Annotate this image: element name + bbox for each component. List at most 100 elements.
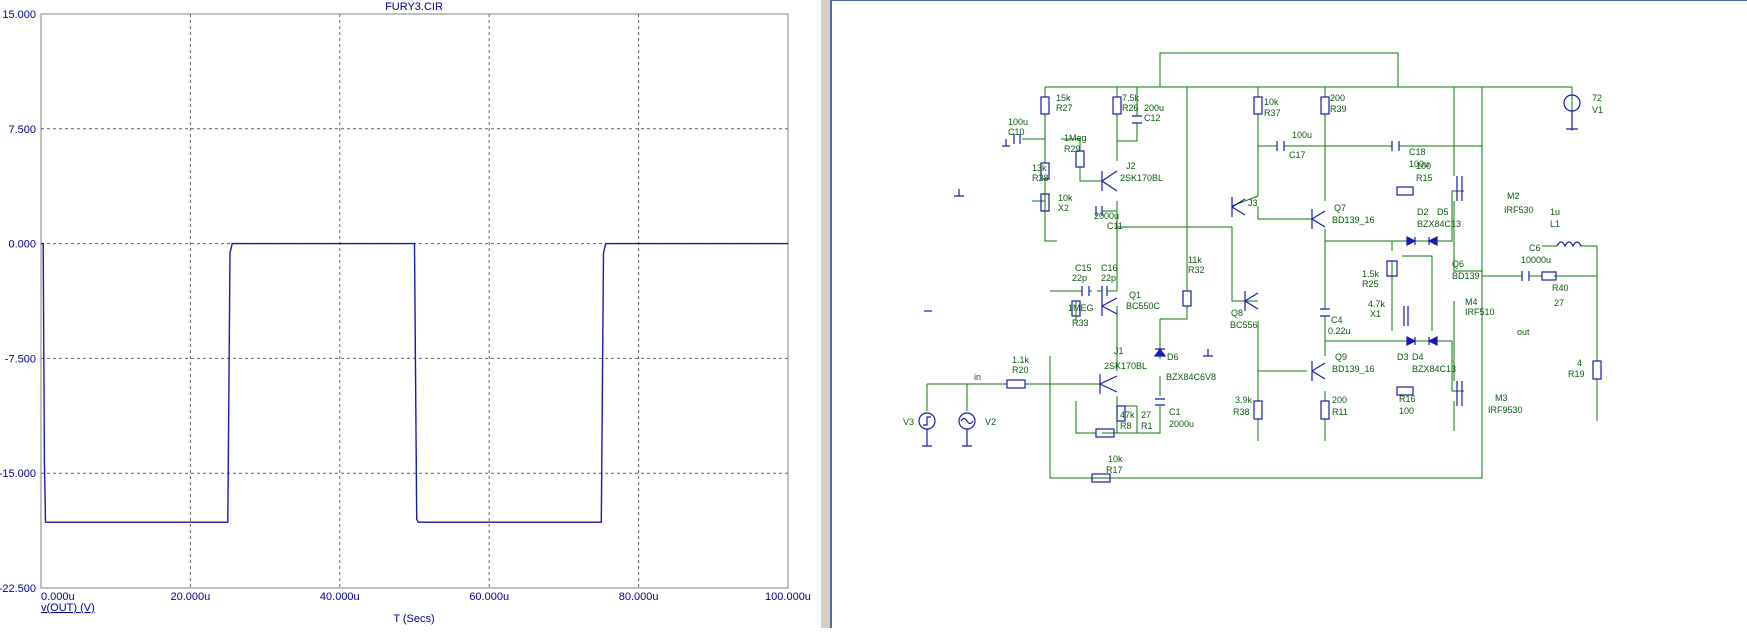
schematic-label[interactable]: BZX84C13 bbox=[1417, 219, 1461, 229]
schematic-label[interactable]: 100u bbox=[1409, 159, 1429, 169]
schematic-label[interactable]: 4.7k bbox=[1368, 299, 1386, 309]
schematic-label[interactable]: R1 bbox=[1141, 421, 1153, 431]
schematic-label[interactable]: Q1 bbox=[1129, 290, 1141, 300]
schematic-label[interactable]: 100u bbox=[1008, 117, 1028, 127]
amplifier-schematic[interactable]: 72V115kR277.5kR26200uC12100uC101MegR2913… bbox=[832, 1, 1747, 628]
schematic-label[interactable]: Q7 bbox=[1334, 203, 1346, 213]
schematic-label[interactable]: 4 bbox=[1577, 358, 1582, 368]
schematic-label[interactable]: BD139 bbox=[1452, 271, 1480, 281]
schematic-label[interactable]: 72 bbox=[1592, 93, 1602, 103]
schematic-label[interactable]: V2 bbox=[985, 417, 996, 427]
schematic-label[interactable]: 0.22u bbox=[1328, 326, 1351, 336]
schematic-label[interactable]: 47k bbox=[1120, 410, 1135, 420]
schematic-label[interactable]: C16 bbox=[1101, 263, 1118, 273]
waveform-plot[interactable]: 15.0007.5000.000-7.500-15.000-22.5000.00… bbox=[0, 0, 820, 628]
schematic-label[interactable]: C18 bbox=[1409, 147, 1426, 157]
pane-splitter[interactable] bbox=[820, 0, 832, 628]
schematic-label[interactable]: D6 bbox=[1167, 352, 1179, 362]
schematic-label[interactable]: X1 bbox=[1370, 309, 1381, 319]
schematic-label[interactable]: V3 bbox=[903, 417, 914, 427]
schematic-label[interactable]: 2SK170BL bbox=[1104, 361, 1147, 371]
schematic-label[interactable]: 22p bbox=[1101, 273, 1116, 283]
schematic-label[interactable]: R38 bbox=[1233, 407, 1250, 417]
schematic-label[interactable]: R26 bbox=[1122, 103, 1139, 113]
schematic-label[interactable]: 2SK170BL bbox=[1120, 173, 1163, 183]
schematic-label[interactable]: R17 bbox=[1106, 465, 1123, 475]
schematic-label[interactable]: C12 bbox=[1144, 113, 1161, 123]
schematic-label[interactable]: 22p bbox=[1072, 273, 1087, 283]
schematic-label[interactable]: 27 bbox=[1554, 298, 1564, 308]
schematic-label[interactable]: R25 bbox=[1362, 279, 1379, 289]
schematic-label[interactable]: V1 bbox=[1592, 105, 1603, 115]
schematic-label[interactable]: 10k bbox=[1264, 97, 1279, 107]
schematic-label[interactable]: in bbox=[974, 372, 981, 382]
schematic-label[interactable]: R33 bbox=[1072, 318, 1089, 328]
schematic-label[interactable]: 7.5k bbox=[1122, 93, 1140, 103]
schematic-label[interactable]: C11 bbox=[1107, 221, 1123, 231]
schematic-label[interactable]: BC550C bbox=[1126, 301, 1161, 311]
schematic-label[interactable]: BD139_16 bbox=[1332, 364, 1375, 374]
schematic-label[interactable]: C15 bbox=[1075, 263, 1092, 273]
schematic-label[interactable]: 2000u bbox=[1094, 211, 1119, 221]
schematic-label[interactable]: C10 bbox=[1008, 127, 1025, 137]
schematic-label[interactable]: R37 bbox=[1264, 108, 1281, 118]
schematic-label[interactable]: 1u bbox=[1550, 207, 1560, 217]
schematic-label[interactable]: C4 bbox=[1331, 315, 1343, 325]
schematic-label[interactable]: R28 bbox=[1032, 173, 1049, 183]
schematic-label[interactable]: R16 bbox=[1399, 394, 1416, 404]
schematic-label[interactable]: IRF530 bbox=[1504, 205, 1534, 215]
schematic-label[interactable]: 3.9k bbox=[1235, 395, 1253, 405]
schematic-label[interactable]: BZX84C6V8 bbox=[1166, 372, 1216, 382]
schematic-label[interactable]: 10000u bbox=[1521, 255, 1551, 265]
schematic-label[interactable]: D5 bbox=[1437, 207, 1449, 217]
schematic-label[interactable]: 1.5k bbox=[1362, 269, 1380, 279]
schematic-label[interactable]: 15k bbox=[1056, 93, 1071, 103]
schematic-label[interactable]: R11 bbox=[1332, 407, 1348, 417]
schematic-label[interactable]: R29 bbox=[1064, 144, 1081, 154]
schematic-label[interactable]: D3 bbox=[1397, 352, 1409, 362]
schematic-label[interactable]: BC556 bbox=[1230, 320, 1258, 330]
schematic-label[interactable]: R20 bbox=[1012, 365, 1029, 375]
schematic-label[interactable]: X2 bbox=[1058, 203, 1069, 213]
schematic-label[interactable]: L1 bbox=[1550, 219, 1560, 229]
schematic-label[interactable]: 100 bbox=[1399, 406, 1414, 416]
schematic-label[interactable]: D4 bbox=[1412, 352, 1424, 362]
schematic-label[interactable]: 13k bbox=[1032, 163, 1047, 173]
schematic-label[interactable]: J3 bbox=[1248, 198, 1258, 208]
schematic-label[interactable]: R27 bbox=[1056, 103, 1073, 113]
schematic-label[interactable]: 100 bbox=[1416, 161, 1431, 171]
schematic-label[interactable]: 27 bbox=[1141, 410, 1151, 420]
schematic-label[interactable]: R39 bbox=[1330, 104, 1347, 114]
schematic-label[interactable]: Q8 bbox=[1231, 308, 1243, 318]
schematic-label[interactable]: IRF510 bbox=[1465, 307, 1495, 317]
schematic-label[interactable]: M4 bbox=[1465, 297, 1478, 307]
schematic-label[interactable]: BZX84C13 bbox=[1412, 364, 1456, 374]
schematic-label[interactable]: R32 bbox=[1188, 265, 1205, 275]
schematic-label[interactable]: 200 bbox=[1330, 93, 1345, 103]
schematic-label[interactable]: R40 bbox=[1552, 283, 1569, 293]
schematic-label[interactable]: J2 bbox=[1126, 161, 1136, 171]
schematic-label[interactable]: BD139_16 bbox=[1332, 215, 1375, 225]
schematic-label[interactable]: R15 bbox=[1416, 173, 1433, 183]
schematic-label[interactable]: 10k bbox=[1108, 454, 1123, 464]
schematic-label[interactable]: Q9 bbox=[1335, 352, 1347, 362]
schematic-label[interactable]: C1 bbox=[1169, 407, 1181, 417]
schematic-label[interactable]: 1MEG bbox=[1068, 303, 1094, 313]
schematic-label[interactable]: 10k bbox=[1058, 193, 1073, 203]
schematic-label[interactable]: 1.1k bbox=[1012, 355, 1030, 365]
schematic-label[interactable]: 2000u bbox=[1169, 419, 1194, 429]
trace-label[interactable]: v(OUT) (V) bbox=[41, 602, 95, 614]
schematic-label[interactable]: 200 bbox=[1332, 395, 1347, 405]
schematic-label[interactable]: R19 bbox=[1568, 369, 1585, 379]
schematic-label[interactable]: R8 bbox=[1120, 421, 1132, 431]
schematic-label[interactable]: M3 bbox=[1495, 393, 1508, 403]
schematic-label[interactable]: out bbox=[1517, 327, 1530, 337]
schematic-label[interactable]: 11k bbox=[1188, 255, 1202, 265]
schematic-label[interactable]: Q6 bbox=[1452, 259, 1464, 269]
schematic-label[interactable]: C6 bbox=[1529, 243, 1541, 253]
schematic-label[interactable]: IRF9530 bbox=[1488, 405, 1523, 415]
schematic-label[interactable]: D2 bbox=[1417, 207, 1429, 217]
schematic-label[interactable]: 200u bbox=[1144, 103, 1164, 113]
